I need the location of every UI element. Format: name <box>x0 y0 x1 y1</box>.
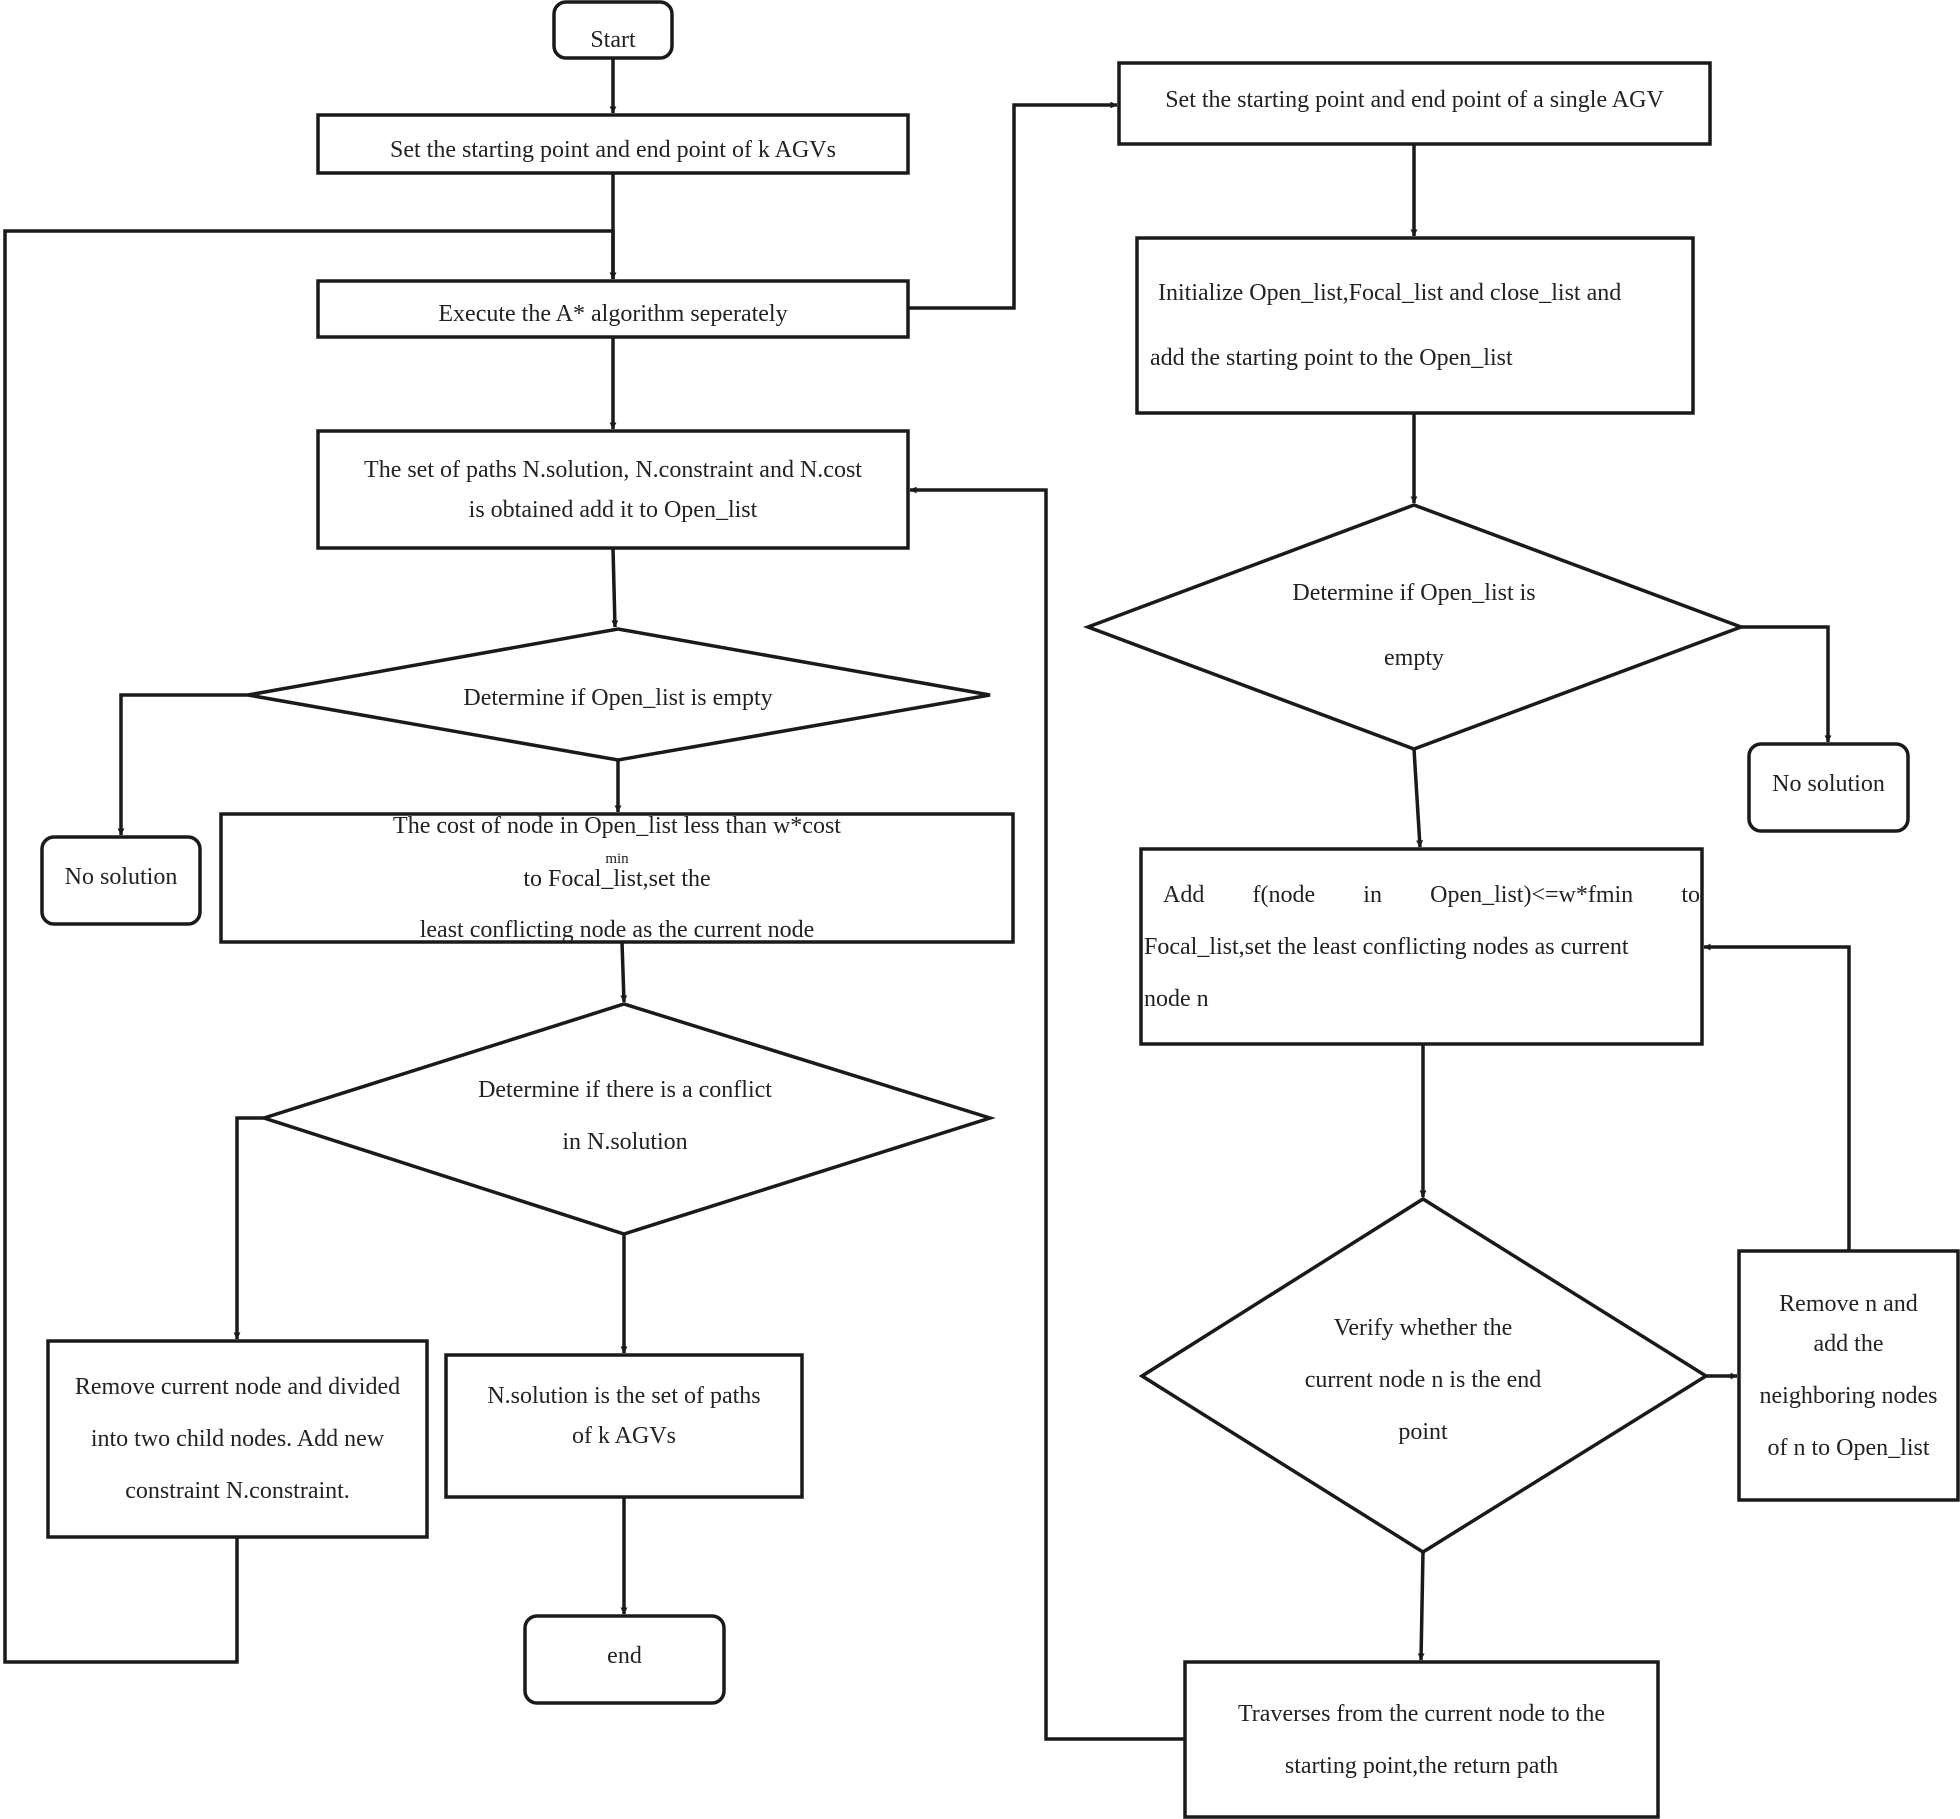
arrow-execute-to-single-agv <box>908 101 1118 310</box>
init-lists-label: Initialize Open_list,Focal_list and clos… <box>1150 280 1622 371</box>
check-conflict-label: Determine if there is a conflict in N.so… <box>478 1077 772 1155</box>
no-solution-left-label: No solution <box>64 864 178 890</box>
verify-end-label: Verify whether the current node n is the… <box>1304 1315 1542 1445</box>
focal-right-box <box>1139 847 1704 1046</box>
focal-left-box <box>219 812 1015 944</box>
set-k-agvs-box <box>316 113 910 175</box>
set-k-agvs-label: Set the starting point and end point of … <box>390 137 836 163</box>
solution-found-label: N.solution is the set of paths of k AGVs <box>487 1383 761 1449</box>
arrow-check-open-to-no-solution <box>117 693 248 836</box>
end-terminal <box>523 1614 726 1705</box>
loop-traverse-to-paths <box>909 486 1185 1741</box>
traverse-label: Traverses from the current node to the s… <box>1237 1700 1605 1779</box>
set-single-agv-label: Set the starting point and end point of … <box>1165 87 1664 113</box>
execute-astar-label: Execute the A* algorithm seperately <box>438 301 788 327</box>
arrow-paths-to-check-open <box>611 547 619 628</box>
traverse-box <box>1183 1660 1660 1819</box>
arrow-verify-to-traverse <box>1417 1551 1425 1661</box>
check-open-left-label: Determine if Open_list is empty <box>463 685 773 711</box>
focal-left-label: The cost of node in Open_list less than … <box>393 813 841 943</box>
arrow-check-open-to-no-solution-right <box>1741 625 1832 743</box>
remove-n-label: Remove n and add the neighboring nodes o… <box>1759 1290 1938 1461</box>
arrow-focal-to-conflict <box>620 941 628 1003</box>
split-node-label: Remove current node and divided into two… <box>74 1374 401 1504</box>
start-label: Start <box>590 27 636 53</box>
split-node-box <box>46 1339 429 1539</box>
focal-right-label: Add f(node in Open_list)<=w*fmin to Foca… <box>1144 881 1700 1012</box>
loop-remove-n-to-focal <box>1703 943 1851 1251</box>
focal-left-line1: The cost of node in Open_list less than … <box>393 813 841 892</box>
loop-split-to-execute <box>3 229 617 1664</box>
arrow-check-open-to-focal-right <box>1412 748 1424 848</box>
init-lists-box <box>1135 236 1695 415</box>
remove-n-box <box>1737 1249 1960 1502</box>
execute-astar-box <box>316 279 910 339</box>
check-open-left-diamond <box>247 627 991 762</box>
check-open-right-label: Determine if Open_list is empty <box>1292 579 1536 671</box>
no-solution-left-terminal <box>40 835 202 926</box>
paths-set-box <box>316 429 910 550</box>
arrow-conflict-to-split <box>233 1116 264 1340</box>
end-label: end <box>607 1643 642 1669</box>
no-solution-right-terminal <box>1747 742 1910 833</box>
set-single-agv-box <box>1117 61 1712 146</box>
check-conflict-diamond <box>258 1002 996 1236</box>
no-solution-right-label: No solution <box>1772 771 1885 797</box>
paths-set-label: The set of paths N.solution, N.constrain… <box>364 456 862 523</box>
solution-found-box <box>444 1353 804 1499</box>
